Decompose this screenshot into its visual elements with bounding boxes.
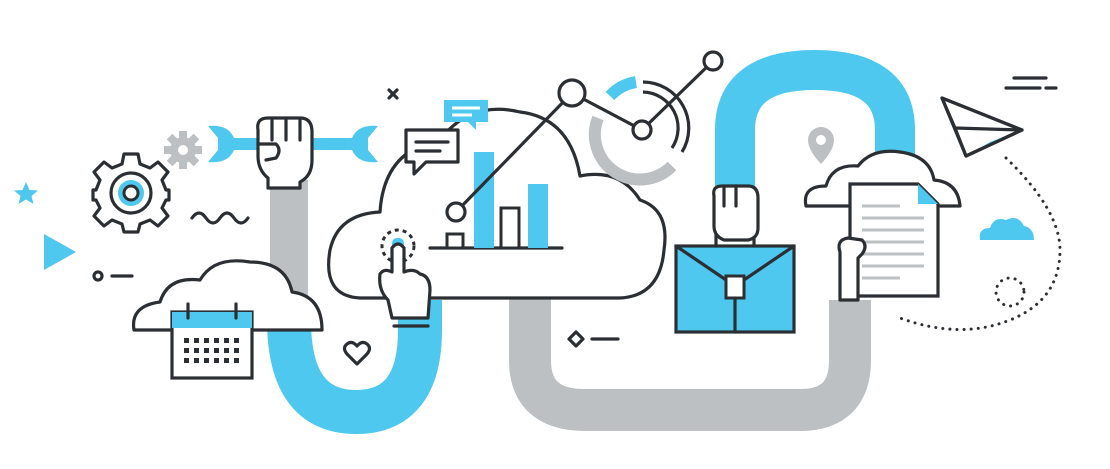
pointing-hand-icon xyxy=(378,228,432,328)
calendar-grid xyxy=(184,338,239,363)
cloud-icon xyxy=(327,107,667,300)
document-cloud-icon xyxy=(803,149,962,302)
location-pin-icon xyxy=(808,127,834,164)
donut-chart-icon xyxy=(588,76,691,186)
dot-dash-decoration xyxy=(92,270,134,282)
heart-icon xyxy=(342,340,372,366)
gear-icon xyxy=(91,152,171,234)
document-lines xyxy=(862,204,924,280)
diamond-dash-decoration xyxy=(567,330,620,348)
speed-lines-decoration xyxy=(1004,76,1058,90)
play-icon xyxy=(44,234,76,270)
star-icon xyxy=(14,182,38,204)
briefcase-icon xyxy=(674,184,796,334)
paper-plane-icon xyxy=(940,96,1024,158)
blue-pipe-u xyxy=(267,300,442,435)
small-gear-icon xyxy=(164,131,202,169)
squiggle-decoration xyxy=(190,211,250,225)
chat-bubble-icon xyxy=(404,100,488,176)
close-icon xyxy=(387,88,399,100)
calendar-cloud-icon xyxy=(131,259,324,380)
small-cloud-icon xyxy=(979,218,1034,240)
blue-pipe-arch xyxy=(715,49,915,200)
loop-dotted xyxy=(994,276,1026,308)
fist-hand-icon xyxy=(256,116,314,190)
flight-path-dotted xyxy=(898,156,1062,332)
gray-pipe-u xyxy=(509,262,871,431)
